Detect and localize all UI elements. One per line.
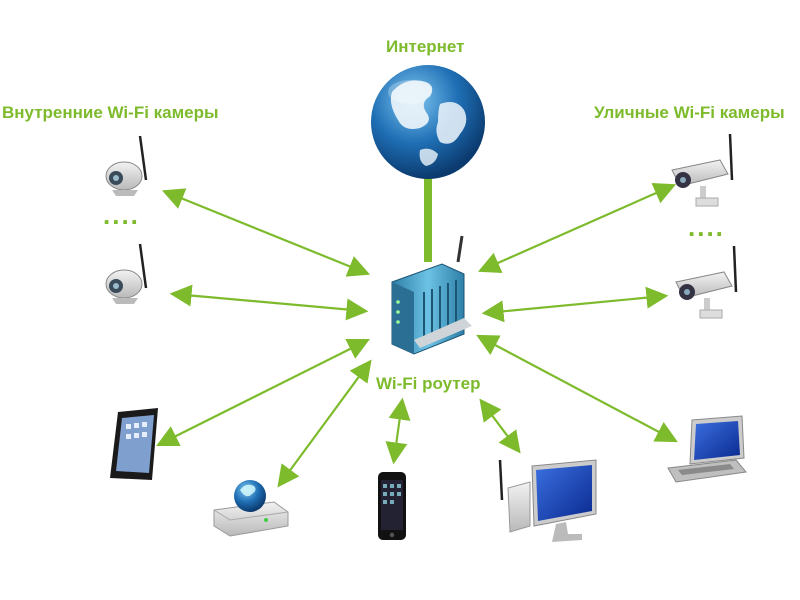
tablet-icon xyxy=(110,408,158,480)
indoor-camera-icon xyxy=(105,243,148,304)
outdoor-cameras-ellipsis: .... xyxy=(688,212,725,242)
link-desktop-pc xyxy=(479,398,521,454)
indoor-camera-icon xyxy=(105,135,148,196)
link-smartphone xyxy=(385,397,411,465)
indoor-cameras-ellipsis: .... xyxy=(103,200,140,230)
link-network-drive xyxy=(277,359,372,488)
link-laptop xyxy=(476,334,678,443)
link-indoor-camera-1 xyxy=(161,188,371,277)
outdoor-camera-icon xyxy=(671,133,734,207)
outdoor-camera-icon xyxy=(675,245,738,319)
link-outdoor-camera-2 xyxy=(481,286,669,323)
network-drive-icon xyxy=(213,480,289,537)
outdoor-cameras-label: Уличные Wi-Fi камеры xyxy=(594,103,785,122)
link-outdoor-camera-1 xyxy=(477,183,677,273)
indoor-cameras-label: Внутренние Wi-Fi камеры xyxy=(2,103,219,122)
desktop-pc-icon xyxy=(498,459,597,542)
laptop-icon xyxy=(667,415,747,483)
internet-label: Интернет xyxy=(386,37,465,56)
link-indoor-camera-2 xyxy=(169,284,369,321)
router-label: Wi-Fi роутер xyxy=(376,374,481,393)
router-icon xyxy=(391,235,472,355)
smartphone-icon xyxy=(378,472,406,540)
link-tablet xyxy=(156,339,370,446)
globe-icon xyxy=(371,65,485,179)
